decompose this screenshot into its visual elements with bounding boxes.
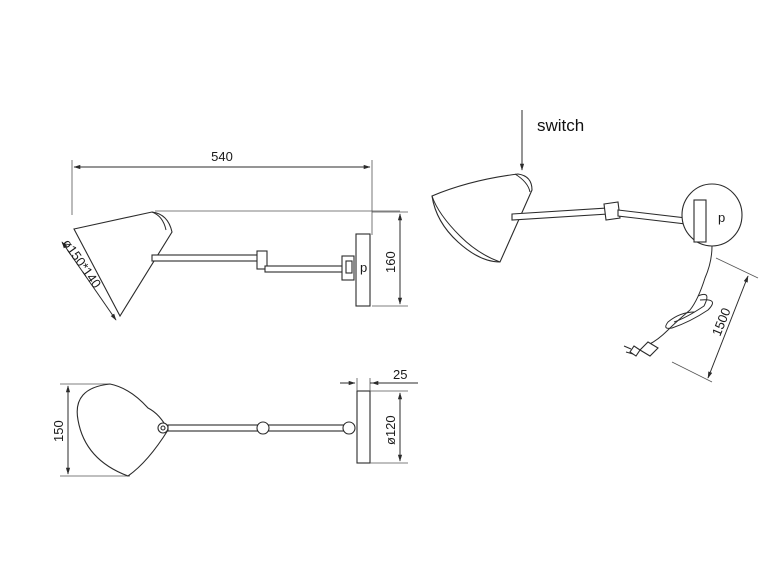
dim-overall-width: 540 (211, 149, 233, 164)
dim-backplate-diameter: ø120 (383, 415, 398, 445)
arm-joint (256, 250, 268, 270)
svg-text:p: p (360, 260, 367, 275)
arm-lower (151, 254, 265, 262)
lamp-shade-perspective (431, 173, 533, 263)
perspective-view: switch p 1500 (431, 110, 759, 383)
backplate-perspective (681, 183, 743, 247)
switch-label: switch (537, 116, 584, 135)
backplate-side (355, 233, 371, 307)
power-cord (647, 245, 713, 346)
dim-shade-width: 150 (51, 420, 66, 442)
top-view: 150 25 ø120 (51, 367, 418, 477)
svg-text:p: p (718, 210, 725, 225)
side-view: 540 ø150*140 p 160 (60, 149, 408, 321)
backplate-top (356, 390, 371, 464)
dim-backplate-depth: 25 (393, 367, 407, 382)
arm-knuckle (256, 421, 270, 435)
dim-line-1500 (707, 275, 749, 379)
dim-backplate-height: 160 (383, 251, 398, 273)
plug (639, 341, 659, 357)
arm-perspective (511, 207, 609, 221)
arm-upper (264, 265, 344, 273)
lamp-shade-top (76, 383, 169, 477)
